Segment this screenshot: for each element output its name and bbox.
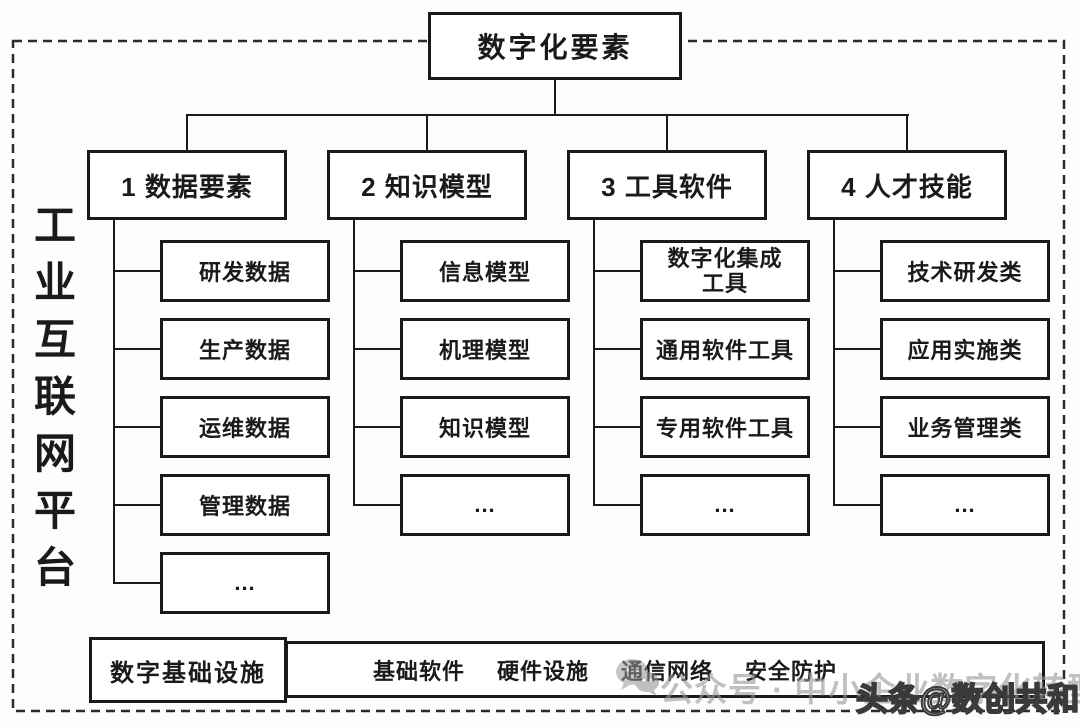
node-label: ...	[714, 492, 736, 517]
node-application-class: 应用实施类	[880, 318, 1050, 380]
node-mechanism-model: 机理模型	[400, 318, 570, 380]
node-label: 专用软件工具	[655, 416, 794, 441]
connector-drop-4	[906, 114, 908, 152]
node-business-mgmt-class: 业务管理类	[880, 396, 1050, 458]
category-node-data: 1 数据要素	[87, 150, 287, 220]
node-label: 信息模型	[438, 260, 531, 285]
node-label: 研发数据	[198, 260, 291, 285]
node-label: 应用实施类	[907, 338, 1023, 363]
node-integration-tools: 数字化集成工具	[640, 240, 810, 302]
foundation-item-hardware: 硬件设施	[496, 658, 589, 684]
wechat-icon	[616, 659, 659, 696]
foundation-title-label: 数字基础设施	[110, 659, 266, 687]
node-knowledge-model: 知识模型	[400, 396, 570, 458]
connector-stub	[113, 504, 160, 506]
connector-drop-3	[666, 114, 668, 152]
connector-drop-1	[186, 114, 188, 152]
foundation-title-node: 数字基础设施	[89, 637, 287, 703]
connector-stub	[113, 348, 160, 350]
node-label: 生产数据	[198, 338, 291, 363]
connector-stub	[353, 270, 400, 272]
node-label: 机理模型	[438, 338, 531, 363]
node-talent-ellipsis: ...	[880, 474, 1050, 536]
connector-root-drop	[554, 79, 556, 116]
connector-stub	[593, 348, 640, 350]
connector-stub	[113, 582, 160, 584]
category-node-knowledge: 2 知识模型	[327, 150, 527, 220]
connector-drop-2	[426, 114, 428, 152]
node-tools-ellipsis: ...	[640, 474, 810, 536]
node-knowledge-ellipsis: ...	[400, 474, 570, 536]
node-label: 管理数据	[198, 494, 291, 519]
connector-spine-1	[113, 218, 115, 583]
connector-bus	[186, 114, 909, 116]
category-node-tools: 3 工具软件	[567, 150, 767, 220]
platform-side-label: 工业互联网平台	[28, 202, 76, 602]
node-general-software-tools: 通用软件工具	[640, 318, 810, 380]
node-label: 通用软件工具	[655, 338, 794, 363]
node-special-software-tools: 专用软件工具	[640, 396, 810, 458]
node-info-model: 信息模型	[400, 240, 570, 302]
node-management-data: 管理数据	[160, 474, 330, 536]
node-data-ellipsis: ...	[160, 552, 330, 614]
connector-stub	[833, 504, 880, 506]
node-label: ...	[954, 492, 976, 517]
node-label: 知识模型	[438, 416, 531, 441]
node-rd-data: 研发数据	[160, 240, 330, 302]
foundation-item-basic-software: 基础软件	[372, 658, 465, 684]
connector-stub	[593, 270, 640, 272]
node-label: ...	[474, 492, 496, 517]
node-tech-rd-class: 技术研发类	[880, 240, 1050, 302]
node-om-data: 运维数据	[160, 396, 330, 458]
connector-stub	[833, 426, 880, 428]
node-label: 技术研发类	[907, 260, 1023, 285]
node-label: 运维数据	[198, 416, 291, 441]
node-label: 数字化集成工具	[667, 245, 783, 296]
root-node: 数字化要素	[428, 12, 682, 80]
connector-stub	[353, 348, 400, 350]
connector-stub	[593, 504, 640, 506]
connector-spine-4	[833, 218, 835, 506]
connector-stub	[833, 270, 880, 272]
connector-stub	[593, 426, 640, 428]
node-production-data: 生产数据	[160, 318, 330, 380]
category-label: 1 数据要素	[121, 171, 253, 202]
connector-stub	[353, 426, 400, 428]
category-label: 3 工具软件	[601, 171, 733, 202]
root-node-label: 数字化要素	[477, 32, 633, 63]
connector-stub	[113, 270, 160, 272]
connector-spine-2	[353, 218, 355, 506]
connector-stub	[353, 504, 400, 506]
connector-spine-3	[593, 218, 595, 506]
node-label: ...	[234, 570, 256, 595]
connector-stub	[833, 348, 880, 350]
watermark-dark-text: 头条@数创共和	[855, 680, 1080, 718]
category-label: 2 知识模型	[361, 171, 493, 202]
category-label: 4 人才技能	[841, 171, 973, 202]
node-label: 业务管理类	[907, 416, 1023, 441]
connector-stub	[113, 426, 160, 428]
category-node-talent: 4 人才技能	[807, 150, 1007, 220]
